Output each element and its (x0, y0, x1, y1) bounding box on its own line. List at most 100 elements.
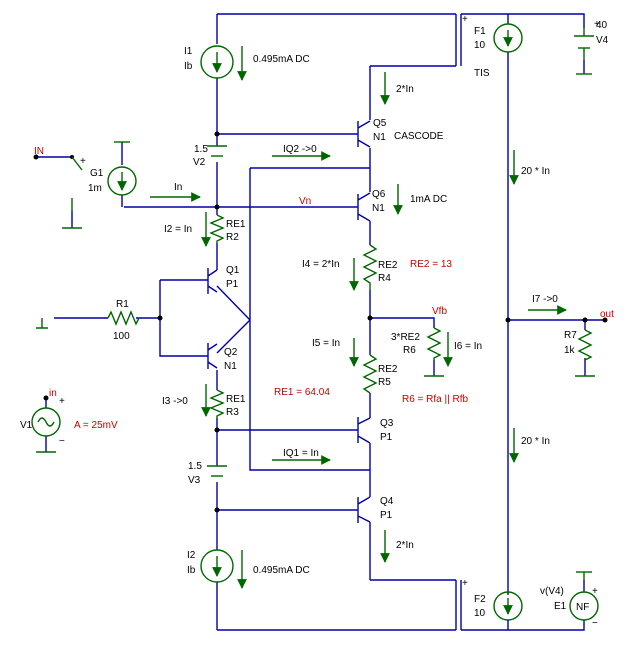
v2-name: V2 (193, 157, 206, 168)
i2-value: Ib (187, 565, 196, 576)
ground-symbols (36, 227, 595, 580)
bot-current-label: 20 * In (521, 436, 550, 447)
r2-resistor (209, 214, 225, 243)
r6-value: 3*RE2 (391, 332, 420, 343)
in-port-label: IN (34, 146, 44, 157)
q2-name: Q2 (224, 347, 238, 358)
q3-transistor[interactable] (350, 417, 371, 444)
q4-current-label: 2*In (396, 540, 414, 551)
v1-name: V1 (20, 420, 33, 431)
i6-current-label: I6 = In (454, 341, 482, 352)
r3-name: R3 (226, 407, 239, 418)
v4-value: 40 (596, 20, 608, 31)
i1-current: 0.495mA DC (253, 54, 310, 65)
r6-resistor (426, 327, 442, 360)
q1-name: Q1 (226, 265, 240, 276)
f1-name: F1 (474, 26, 486, 37)
r4-value: RE2 (378, 260, 398, 271)
cascode-label: CASCODE (394, 131, 444, 142)
r7-name: R7 (564, 330, 577, 341)
q3-type: P1 (380, 432, 393, 443)
q5-current-label: 2*In (396, 84, 414, 95)
v2-value: 1.5 (194, 144, 208, 155)
svg-text:+: + (592, 586, 598, 597)
current-arrows (150, 46, 567, 589)
e1-expr: v(V4) (540, 586, 564, 597)
v4-battery[interactable] (574, 28, 594, 75)
r4-resistor (362, 244, 378, 290)
in-source-label: in (49, 388, 57, 399)
out-node-label: out (600, 309, 614, 320)
vfb-node-label: Vfb (432, 306, 447, 317)
i2-name: I2 (187, 550, 196, 561)
f1-current-source[interactable] (455, 14, 523, 66)
v2-battery[interactable] (207, 145, 227, 157)
svg-text:+: + (462, 14, 468, 25)
r2-value: RE1 (226, 219, 246, 230)
i5-current-label: I5 = In (312, 338, 340, 349)
q6-name: Q6 (372, 189, 386, 200)
re1-annotation: RE1 = 64.04 (274, 387, 330, 398)
re2-annotation: RE2 = 13 (410, 259, 452, 270)
i3-current-label: I3 ->0 (162, 396, 188, 407)
r4-name: R4 (378, 273, 391, 284)
tis-label: TIS (474, 68, 490, 79)
r5-resistor (362, 354, 378, 394)
e1-vcvs-source[interactable] (569, 591, 599, 621)
g1-controlled-source[interactable] (107, 141, 137, 196)
i7-current-label: I7 ->0 (532, 294, 558, 305)
i2-current: 0.495mA DC (253, 565, 310, 576)
i2-current-label: I2 = In (164, 224, 192, 235)
r1-resistor (107, 310, 140, 326)
f2-value: 10 (474, 608, 486, 619)
r6-name: R6 (403, 345, 416, 356)
r2-name: R2 (226, 232, 239, 243)
r3-value: RE1 (226, 394, 246, 405)
svg-text:+: + (462, 578, 468, 589)
q1-transistor[interactable] (200, 268, 218, 294)
in-port-stub (71, 156, 83, 211)
v1-param: A = 25mV (74, 420, 118, 431)
v3-value: 1.5 (188, 461, 202, 472)
svg-text:−: − (592, 618, 598, 629)
i4-current-label: I4 = 2*In (302, 259, 340, 270)
g1-value: 1m (88, 183, 102, 194)
q6-current-label: 1mA DC (410, 194, 447, 205)
r7-resistor (577, 329, 593, 362)
q4-transistor[interactable] (350, 496, 371, 523)
f1-value: 10 (474, 40, 486, 51)
v3-battery[interactable] (207, 465, 227, 477)
r5-value: RE2 (378, 364, 398, 375)
q2-transistor[interactable] (200, 343, 218, 369)
v1-sine-source[interactable] (31, 407, 61, 437)
q5-transistor[interactable] (350, 120, 371, 148)
v4-name: V4 (596, 35, 609, 46)
wires (36, 13, 605, 631)
i1-value: Ib (184, 61, 193, 72)
r3-resistor (209, 389, 225, 418)
q6-type: N1 (372, 203, 385, 214)
iq2-current-label: IQ2 ->0 (283, 144, 317, 155)
i1-current-source[interactable] (200, 45, 234, 79)
e1-name: E1 (554, 601, 567, 612)
q4-name: Q4 (380, 496, 394, 507)
vn-node-label: Vn (299, 196, 311, 207)
f2-current-source[interactable] (455, 580, 523, 630)
q3-name: Q3 (380, 418, 394, 429)
e1-symbol: NF (576, 602, 589, 613)
r1-value: 100 (113, 331, 130, 342)
iq1-current-label: IQ1 = In (283, 448, 319, 459)
f2-name: F2 (474, 594, 486, 605)
i2-current-source[interactable] (200, 549, 234, 583)
svg-text:+: + (80, 156, 86, 167)
node-dots (33, 131, 608, 513)
r6-annotation: R6 = Rfa || Rfb (402, 394, 468, 405)
svg-text:−: − (59, 436, 65, 447)
resistors[interactable] (107, 214, 593, 418)
q5-type: N1 (373, 132, 386, 143)
q4-type: P1 (380, 510, 393, 521)
q2-type: N1 (224, 361, 237, 372)
polarity-marks: + + + + − + − + (59, 14, 600, 629)
q6-transistor[interactable] (350, 192, 371, 222)
